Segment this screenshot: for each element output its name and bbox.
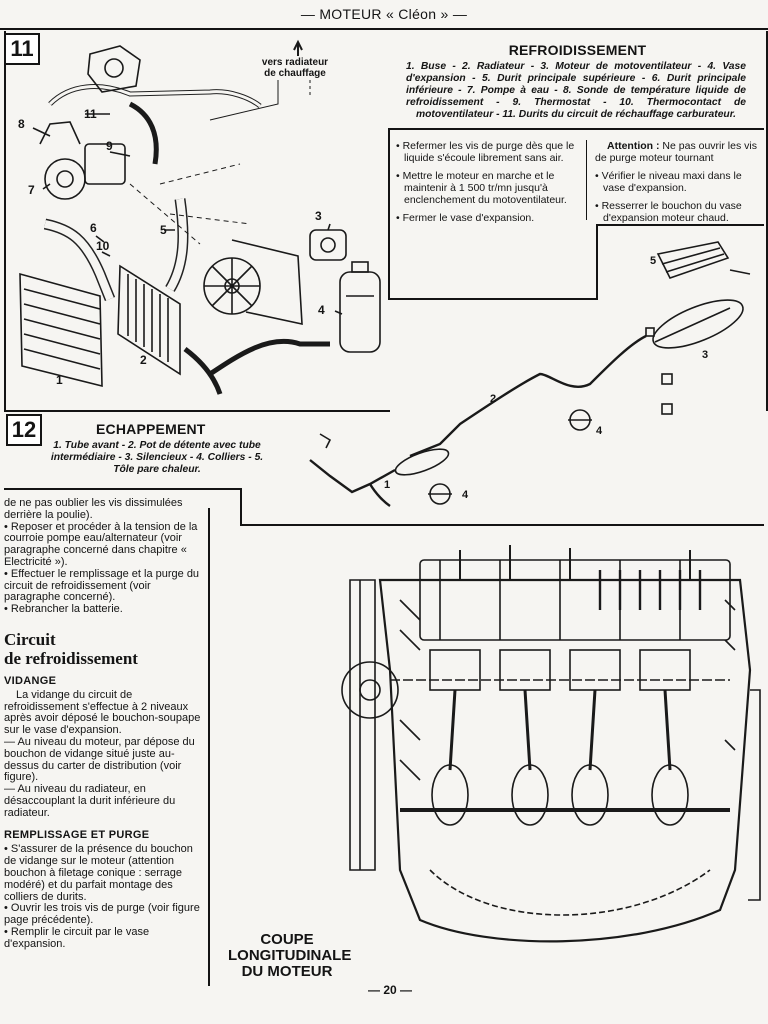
section-title-line-1: Circuit — [4, 629, 56, 649]
notes-step-rule-v — [596, 224, 598, 300]
bullet-top-1: Reposer et procéder à la tension de la c… — [4, 521, 206, 569]
fig12-label-2: 2 — [490, 393, 496, 405]
figure-11-number: 11 — [4, 33, 40, 65]
bullet-top-3: Rebrancher la batterie. — [4, 603, 206, 616]
engine-cutaway-diagram — [341, 545, 761, 943]
figure-12-bottom-step — [240, 488, 242, 526]
heater-callout: vers radiateur de chauffage — [250, 57, 340, 79]
figure-12-top-rule — [4, 410, 390, 412]
fig12-label-4b: 4 — [462, 489, 469, 501]
note-left-2: Mettre le moteur en marche et le mainten… — [396, 170, 580, 206]
coupe-line-3: DU MOTEUR — [241, 963, 333, 980]
figure-11-caption: 1. Buse - 2. Radiateur - 3. Moteur de mo… — [406, 61, 746, 120]
fig12-label-3: 3 — [702, 349, 708, 361]
exhaust-diagram: 1 2 3 4 4 5 — [309, 241, 751, 507]
fig11-label-11: 11 — [84, 107, 97, 121]
bullet-bottom-1: S'assurer de la présence du bouchon de v… — [4, 843, 206, 903]
fig11-label-1: 1 — [56, 373, 63, 387]
figure-12-bottom-rule-a — [4, 488, 242, 490]
fig11-label-2: 2 — [140, 353, 147, 367]
attention-text: Ne pas ouvrir les vis de purge moteur to… — [595, 140, 757, 164]
vidange-text: La vidange du circuit de refroidissement… — [4, 688, 201, 737]
fig11-label-6: 6 — [90, 221, 97, 235]
heater-callout-line-1: vers radiateur — [261, 57, 329, 68]
page-number: — 20 — — [367, 983, 412, 997]
notes-left: Refermer les vis de purge dès que le liq… — [396, 140, 580, 230]
fig11-label-4: 4 — [318, 303, 325, 317]
fig11-label-3: 3 — [315, 209, 322, 223]
coupe-line-2: LONGITUDINALE — [228, 947, 352, 964]
vidange-step-1: — Au niveau du moteur, par dépose du bou… — [4, 735, 195, 784]
notes-right: Attention : Ne pas ouvrir les vis de pur… — [595, 140, 763, 230]
attention-label: Attention : — [607, 140, 660, 152]
figure-12-bottom-rule-b — [240, 524, 764, 526]
header-rule — [0, 28, 768, 30]
attention-note: Attention : Ne pas ouvrir les vis de pur… — [595, 140, 763, 164]
note-left-3: Fermer le vase d'expansion. — [396, 212, 580, 224]
fig12-label-4a: 4 — [596, 425, 603, 437]
notes-top-rule — [388, 128, 764, 130]
notes-step-rule-h — [596, 224, 764, 226]
fig11-label-10: 10 — [96, 239, 110, 253]
figure-11-title: REFROIDISSEMENT — [508, 42, 647, 58]
body-column: de ne pas oublier les vis dissimulées de… — [4, 497, 206, 951]
vidange-heading: VIDANGE — [4, 674, 57, 687]
heater-callout-line-2: de chauffage — [264, 68, 326, 79]
figure-12-title: ECHAPPEMENT — [96, 421, 206, 437]
fig12-label-5: 5 — [650, 255, 656, 267]
fig11-label-9: 9 — [106, 139, 113, 153]
figure-12-caption: 1. Tube avant - 2. Pot de détente avec t… — [50, 440, 264, 475]
fig11-label-7: 7 — [28, 183, 35, 197]
bullet-top-2: Effectuer le remplissage et la purge du … — [4, 568, 206, 604]
coupe-line-1: COUPE — [260, 931, 314, 948]
notes-column-divider — [586, 140, 587, 220]
section-title: Circuit de refroidissement — [4, 630, 206, 668]
fig11-label-8: 8 — [18, 117, 25, 131]
lead-text: de ne pas oublier les vis dissimulées de… — [4, 497, 183, 521]
note-left-1: Refermer les vis de purge dès que le liq… — [396, 140, 580, 164]
figure-11-frame — [4, 31, 768, 411]
bullet-bottom-3: Remplir le circuit par le vase d'expansi… — [4, 926, 206, 951]
page-header-title: — MOTEUR « Cléon » — — [300, 6, 468, 22]
notes-left-rule — [388, 128, 390, 300]
note-right-2: Resserrer le bouchon du vase d'expansion… — [595, 200, 763, 224]
note-right-1: Vérifier le niveau maxi dans le vase d'e… — [595, 170, 763, 194]
vidange-step-2: — Au niveau du radiateur, en désaccoupla… — [4, 783, 176, 819]
column-divider — [208, 508, 210, 986]
coupe-title: COUPE LONGITUDINALE DU MOTEUR — [228, 931, 352, 980]
figure-12-number: 12 — [6, 414, 42, 446]
fig12-label-1: 1 — [384, 479, 390, 491]
running-header: — MOTEUR « Cléon » — — [0, 0, 768, 28]
bullet-bottom-2: Ouvrir les trois vis de purge (voir figu… — [4, 903, 206, 927]
fig11-label-5: 5 — [160, 223, 167, 237]
section-title-line-2: de refroidissement — [4, 648, 138, 668]
cooling-system-diagram: 1 2 3 4 5 6 7 8 9 10 11 — [18, 39, 381, 395]
notes-bottom-rule — [388, 298, 598, 300]
remplissage-heading: REMPLISSAGE ET PURGE — [4, 828, 150, 841]
